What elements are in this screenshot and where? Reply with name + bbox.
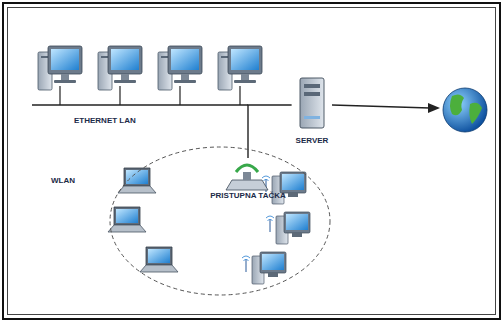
network-link [248, 105, 292, 158]
node-label: SERVER [296, 137, 329, 146]
access-point: PRISTUPNA TAČKA [206, 158, 290, 202]
wlan-outline [45, 143, 340, 303]
wlan-region: WLAN PRISTUPNA TAČKA [45, 143, 340, 303]
node-label: PRISTUPNA TAČKA [210, 192, 286, 201]
node-label: WLAN [51, 177, 75, 186]
server-node: SERVER [292, 75, 333, 147]
network-label: ETHERNET LAN [74, 117, 136, 126]
